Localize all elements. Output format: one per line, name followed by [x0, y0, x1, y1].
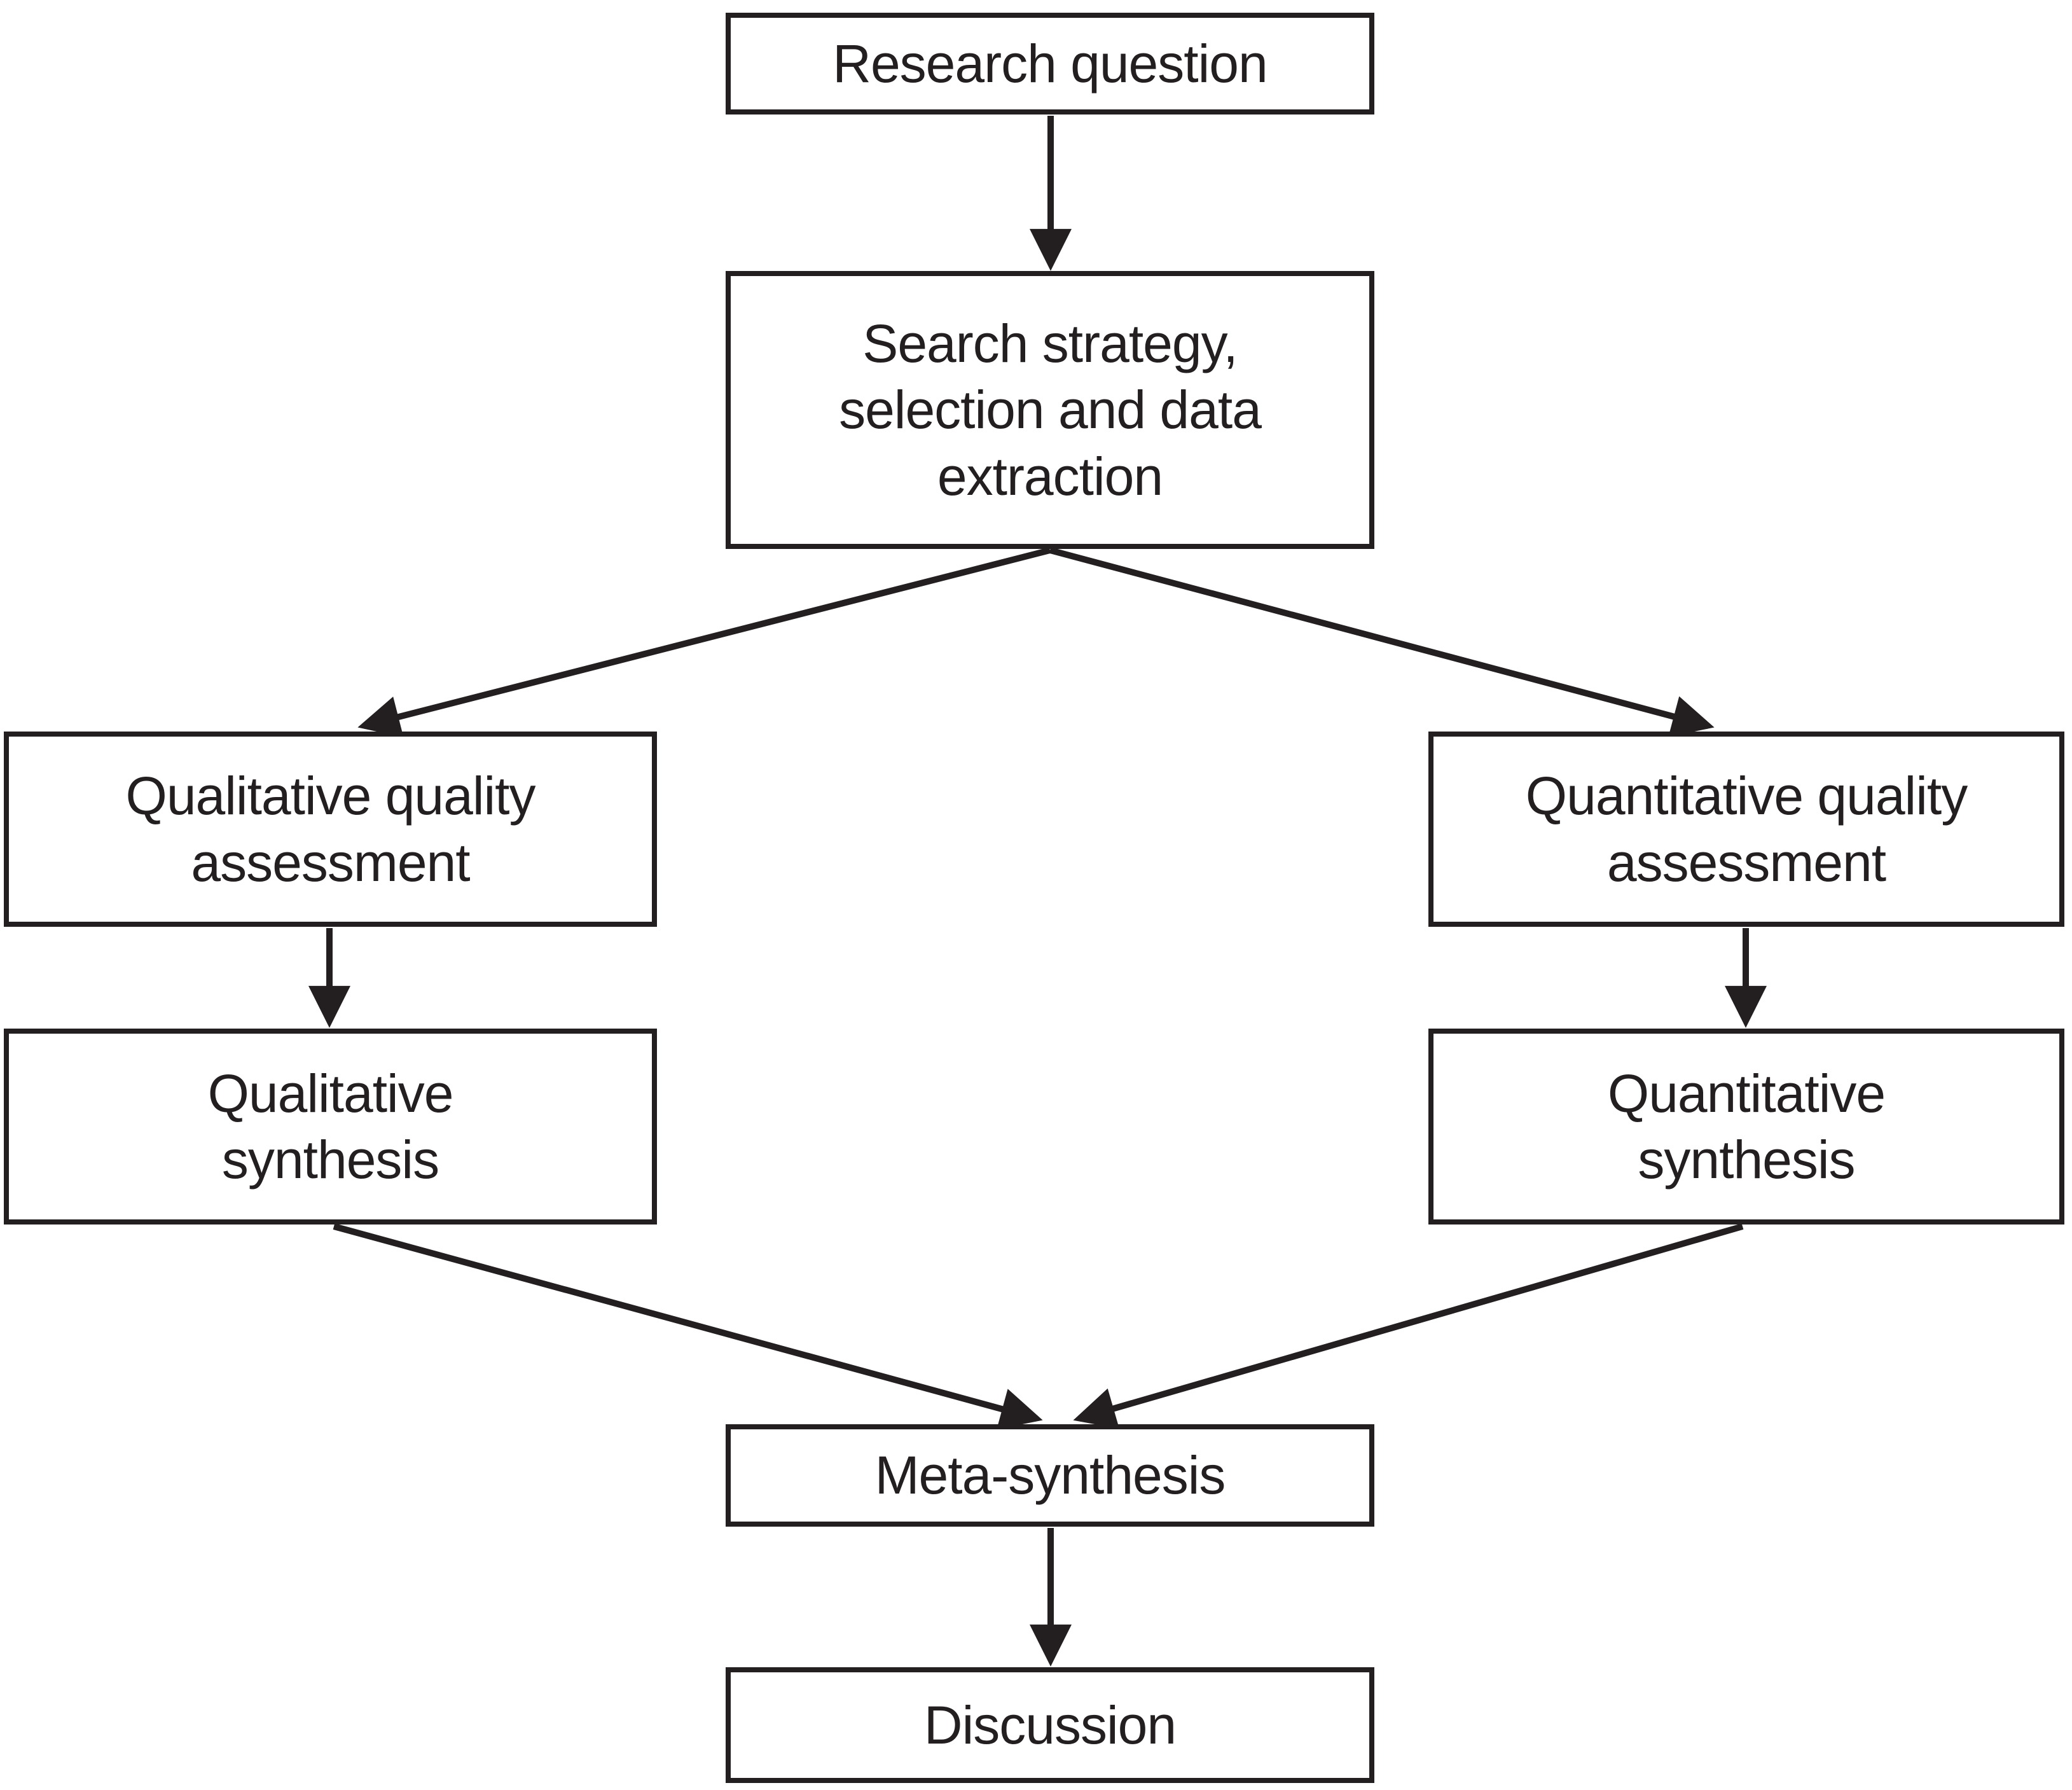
node-meta-synthesis: Meta-synthesis	[726, 1424, 1374, 1527]
arrow-quantitative-synthesis-to-meta-synthesis	[1073, 1223, 1744, 1429]
node-quantitative-synthesis-label: Quantitative synthesis	[1607, 1063, 1886, 1190]
node-quantitative-assessment-label: Quantitative quality assessment	[1525, 766, 1968, 892]
node-discussion-label: Discussion	[923, 1695, 1177, 1755]
node-research-question: Research question	[726, 13, 1374, 114]
node-search-strategy-label: Search strategy, selection and data extr…	[839, 314, 1262, 506]
node-qualitative-assessment: Qualitative quality assessment	[4, 732, 657, 927]
arrow-search-strategy-to-quantitative-assessment	[1049, 547, 1715, 737]
node-quantitative-synthesis: Quantitative synthesis	[1428, 1029, 2064, 1225]
node-meta-synthesis-label: Meta-synthesis	[874, 1445, 1226, 1506]
node-qualitative-assessment-label: Qualitative quality assessment	[125, 766, 535, 892]
node-discussion: Discussion	[726, 1667, 1374, 1783]
node-search-strategy: Search strategy, selection and data extr…	[726, 271, 1374, 549]
arrow-search-strategy-to-qualitative-assessment	[357, 547, 1051, 738]
node-research-question-label: Research question	[832, 33, 1267, 94]
arrow-qualitative-synthesis-to-meta-synthesis	[333, 1223, 1043, 1430]
node-quantitative-assessment: Quantitative quality assessment	[1428, 732, 2064, 927]
node-qualitative-synthesis-label: Qualitative synthesis	[207, 1063, 454, 1190]
node-qualitative-synthesis: Qualitative synthesis	[4, 1029, 657, 1225]
